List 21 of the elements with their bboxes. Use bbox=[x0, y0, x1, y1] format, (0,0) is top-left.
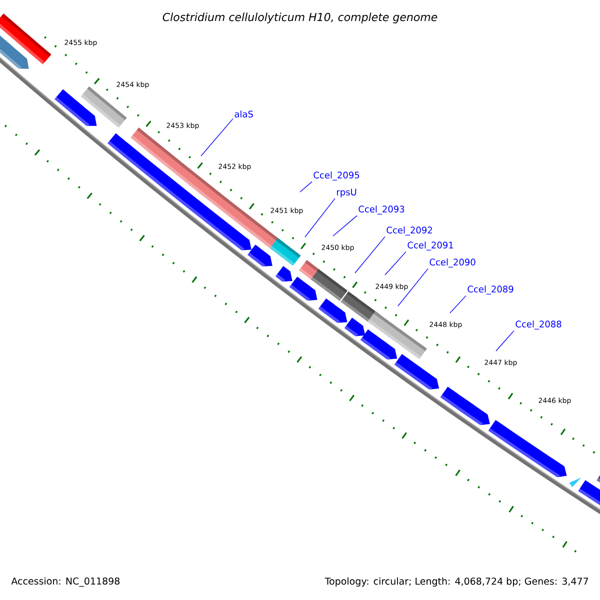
gene-label: alaS bbox=[234, 110, 253, 118]
footer-text: Accession: NC_011898 bbox=[10, 576, 122, 588]
leader-line bbox=[300, 181, 312, 192]
gene-label: Ccel_2088 bbox=[516, 320, 562, 330]
leader-line bbox=[398, 268, 428, 306]
leader-line bbox=[304, 198, 336, 238]
gene-label: Ccel_2090 bbox=[430, 258, 476, 268]
leader-line bbox=[450, 295, 466, 314]
footer-text: Topology: circular; Length: 4,068,724 bp; Genes: 3,477 bbox=[324, 576, 590, 588]
gene-label: rpsU bbox=[337, 188, 356, 198]
gene-label: Ccel_2091 bbox=[408, 242, 454, 250]
leader-line bbox=[200, 118, 234, 156]
gene-label: Ccel_2095 bbox=[314, 172, 360, 180]
leader-line bbox=[354, 236, 386, 274]
gene-label: Ccel_2089 bbox=[468, 286, 514, 294]
title: Clostridium cellulolyticum H10, complete genome bbox=[162, 12, 438, 24]
gene-label: Ccel_2093 bbox=[358, 206, 404, 214]
leader-line bbox=[332, 215, 358, 236]
leader-line bbox=[496, 330, 514, 352]
leader-line bbox=[384, 251, 406, 276]
gene-label: Ccel_2092 bbox=[386, 226, 432, 236]
